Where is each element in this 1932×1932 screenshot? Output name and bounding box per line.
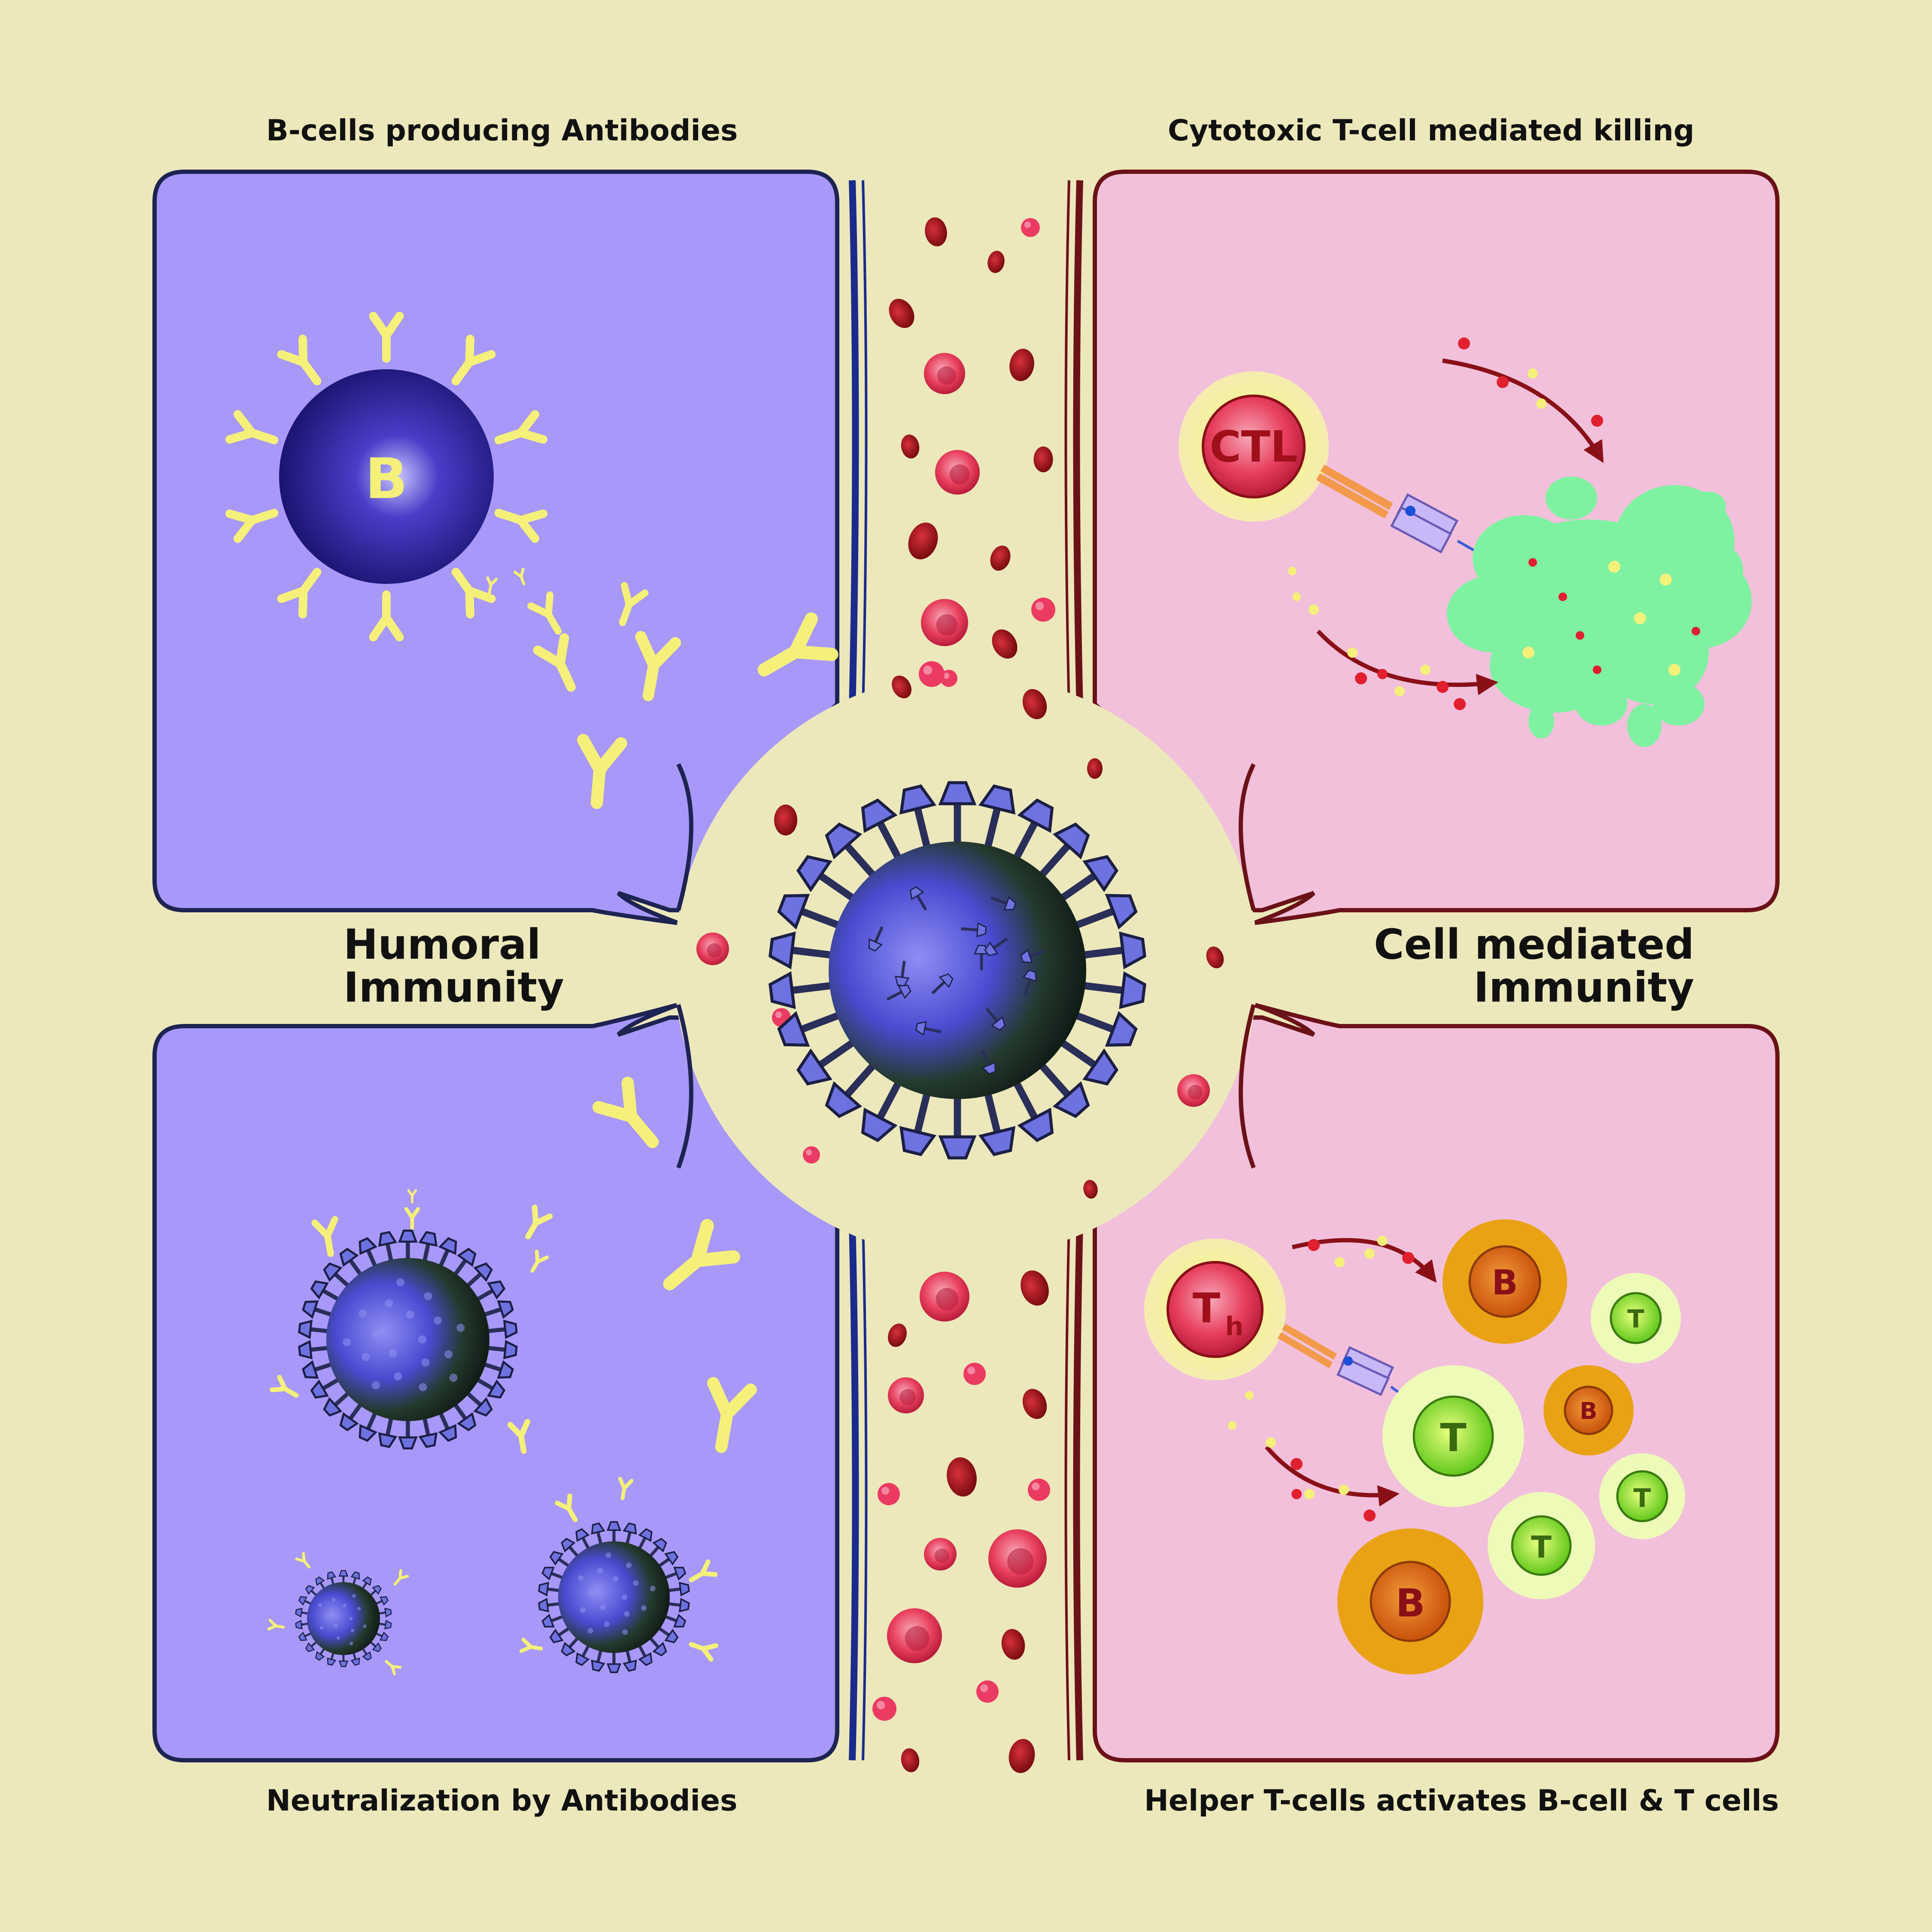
helper-t-cell-icon: T h	[1144, 1239, 1286, 1380]
blood-cell-icon	[1009, 349, 1034, 381]
th-label: T	[1193, 1285, 1221, 1332]
b-label: B	[1580, 1397, 1597, 1425]
blood-cell-icon	[1031, 598, 1055, 622]
virus-icon	[538, 1522, 689, 1672]
t-cell-group: T T T T	[1382, 1273, 1685, 1599]
humoral-immunity-title: Humoral Immunity	[343, 923, 564, 1009]
caption-neutralization: Neutralization by Antibodies	[266, 1784, 738, 1818]
blood-cell-icon	[892, 675, 911, 699]
t-label: T	[1634, 1483, 1651, 1513]
blood-cell-icon	[1206, 946, 1224, 969]
blood-cell-icon	[696, 933, 729, 965]
blood-cell-icon	[920, 1272, 969, 1321]
blood-cell-icon	[1033, 447, 1053, 472]
blood-cell-icon	[1177, 1074, 1210, 1107]
arrow-icon	[1265, 1445, 1400, 1507]
caption-b-cells: B-cells producing Antibodies	[266, 114, 738, 148]
target-cell-icon	[1447, 477, 1752, 747]
blood-cell-icon	[963, 1363, 986, 1385]
blood-cell-icon	[992, 629, 1018, 659]
blood-cell-icon	[872, 1697, 896, 1721]
blood-cell-icon	[987, 251, 1005, 273]
blood-cell-icon	[1009, 1739, 1035, 1773]
blood-cell-icon	[924, 1538, 957, 1571]
blood-cell-icon	[935, 450, 980, 495]
blood-cell-icon	[889, 299, 914, 328]
blood-cell-icon	[919, 661, 945, 687]
blood-cell-icon	[1022, 1388, 1047, 1419]
cell-line2: Immunity	[1473, 963, 1695, 1012]
blood-cell-icon	[1021, 1270, 1049, 1306]
blood-cell-icon	[1083, 1180, 1098, 1199]
blood-cell-icon	[947, 1457, 977, 1497]
virus-icon	[769, 783, 1145, 1158]
blood-cell-icon	[803, 1146, 820, 1163]
t-label: T	[1627, 1304, 1644, 1334]
ctl-cell-icon: CTL	[1179, 371, 1329, 522]
virus-icon	[299, 1230, 517, 1448]
receptor-icon	[1277, 1324, 1400, 1396]
cell-mediated-immunity-title: Cell mediated Immunity	[1374, 923, 1694, 1009]
blood-cell-icon	[921, 599, 968, 646]
cell-line1: Cell mediated	[1374, 920, 1695, 969]
blood-cell-icon	[1001, 1629, 1025, 1660]
t-label: T	[1440, 1416, 1466, 1461]
blood-cell-icon	[925, 217, 947, 246]
caption-cytotoxic: Cytotoxic T-cell mediated killing	[1168, 114, 1695, 148]
blood-cell-icon	[1028, 1479, 1050, 1501]
blood-cell-icon	[988, 1529, 1047, 1588]
neutralized-viruses	[295, 1230, 690, 1672]
arrow-icon	[1316, 629, 1498, 696]
blood-cell-icon	[990, 545, 1011, 571]
receptor-icon	[1316, 465, 1504, 568]
blood-cell-icon	[1022, 689, 1047, 720]
t-label: T	[1531, 1530, 1552, 1565]
th-sub-label: h	[1225, 1312, 1244, 1342]
arrow-icon	[1442, 358, 1604, 463]
blood-cells	[696, 217, 1224, 1773]
blood-cell-icon	[774, 805, 797, 835]
virus-icon	[295, 1571, 392, 1667]
blood-cell-icon	[901, 1748, 920, 1772]
blood-cell-icon	[924, 353, 965, 394]
blood-cell-icon	[878, 1483, 900, 1505]
blood-cell-icon	[888, 1377, 924, 1413]
b-cell-label: B	[365, 446, 407, 511]
b-label: B	[1492, 1263, 1518, 1303]
blood-cell-icon	[887, 1608, 942, 1663]
ctl-label: CTL	[1209, 422, 1297, 472]
b-cell-icon: B	[230, 316, 543, 637]
blood-cell-icon	[908, 522, 938, 559]
caption-helper-t: Helper T-cells activates B-cell & T cell…	[1144, 1784, 1779, 1818]
humoral-line1: Humoral	[343, 920, 541, 969]
vessel-walls	[849, 180, 1083, 1761]
blood-cell-icon	[1087, 758, 1103, 779]
blood-cell-icon	[888, 1323, 907, 1347]
blood-cell-icon	[1021, 218, 1040, 237]
b-label: B	[1396, 1581, 1425, 1626]
blood-cell-icon	[976, 1680, 999, 1703]
b-cell-group: B B B	[1337, 1219, 1634, 1674]
blood-cell-icon	[901, 434, 920, 459]
humoral-line2: Immunity	[343, 963, 564, 1012]
